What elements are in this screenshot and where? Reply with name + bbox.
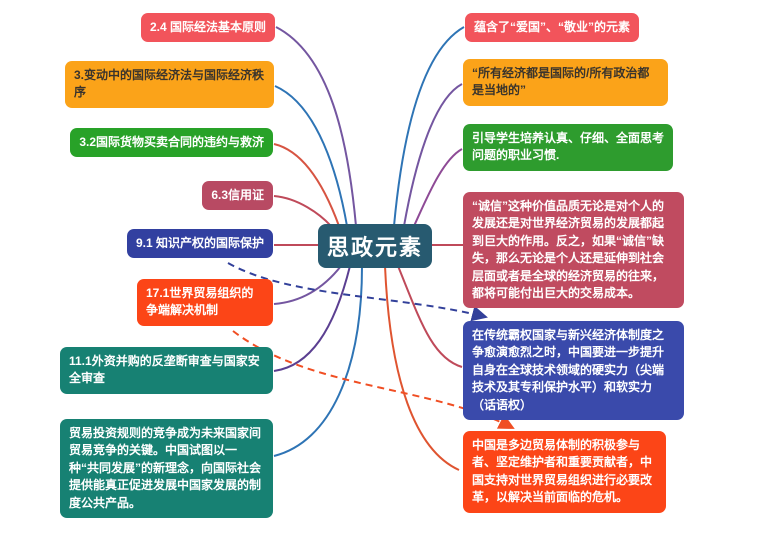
- edge-center-left6: [273, 265, 342, 305]
- edge-center-right2: [403, 83, 463, 227]
- mindmap-node-left-8[interactable]: 贸易投资规则的竞争成为未来国家间贸易竞争的关键。中国试图以一种“共同发展”的新理…: [60, 419, 273, 518]
- mindmap-node-right-2[interactable]: “所有经济都是国际的/所有政治都是当地的”: [463, 59, 668, 106]
- mindmap-node-left-7[interactable]: 11.1外资并购的反垄断审查与国家安全审查: [60, 347, 273, 394]
- edge-center-left3: [273, 143, 340, 227]
- mindmap-node-left-5[interactable]: 9.1 知识产权的国际保护: [126, 229, 273, 259]
- mindmap-node-left-2[interactable]: 3.变动中的国际经济法与国际经济秩序: [65, 61, 274, 108]
- mindmap-node-right-1[interactable]: 蕴含了“爱国”、“敬业”的元素: [465, 13, 640, 43]
- edge-center-right5: [397, 265, 463, 368]
- mindmap-node-right-3[interactable]: 引导学生培养认真、仔细、全面思考问题的职业习惯.: [463, 124, 673, 171]
- mindmap-node-right-6[interactable]: 中国是多边贸易体制的积极参与者、坚定维护者和重要贡献者，中国支持对世界贸易组织进…: [463, 431, 666, 513]
- edge-center-left1: [275, 26, 357, 227]
- mindmap-node-right-5[interactable]: 在传统霸权国家与新兴经济体制度之争愈演愈烈之时，中国要进一步提升自身在全球技术领…: [463, 321, 684, 420]
- edge-center-left7: [273, 265, 351, 372]
- mindmap-node-left-1[interactable]: 2.4 国际经法基本原则: [140, 13, 275, 43]
- edge-center-left4: [273, 195, 332, 227]
- mindmap-node-left-6[interactable]: 17.1世界贸易组织的争端解决机制: [137, 279, 273, 326]
- edge-center-right6: [384, 265, 460, 471]
- edge-center-right3: [413, 148, 463, 227]
- edge-center-left2: [274, 85, 348, 227]
- edge-center-right1: [393, 26, 465, 227]
- mindmap-node-left-3[interactable]: 3.2国际货物买卖合同的违约与救济: [70, 128, 273, 158]
- mindmap-node-left-4[interactable]: 6.3信用证: [202, 181, 273, 211]
- central-topic[interactable]: 思政元素: [318, 224, 432, 268]
- mindmap-node-right-4[interactable]: “诚信”这种价值品质无论是对个人的发展还是对世界经济贸易的发展都起到巨大的作用。…: [463, 192, 684, 309]
- edge-center-left8: [273, 265, 363, 457]
